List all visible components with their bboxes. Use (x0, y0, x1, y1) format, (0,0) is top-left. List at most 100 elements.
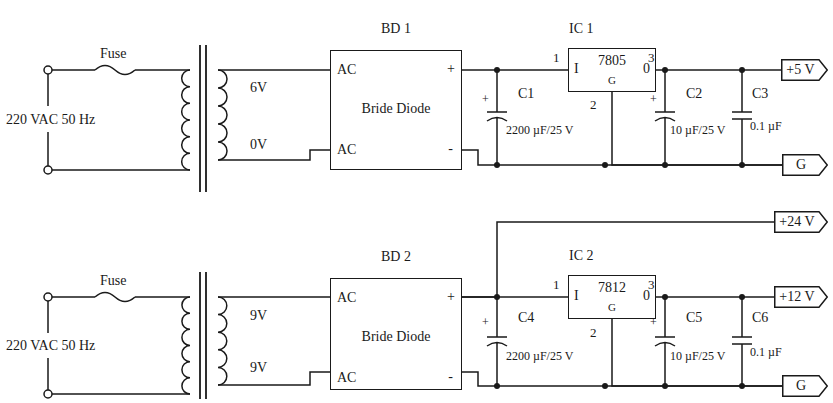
pin-number: 1 (553, 278, 560, 293)
wire (462, 372, 782, 386)
capacitor-label: C3 (752, 86, 768, 102)
pin-number: 2 (590, 98, 597, 113)
regulator-ic: IC 2I78120G (568, 275, 656, 319)
polarity-mark: + (650, 93, 657, 107)
capacitor-value: 0.1 µF (750, 120, 782, 134)
wire (612, 319, 782, 386)
terminal-flag (783, 155, 828, 176)
part-heading: IC 2 (569, 248, 594, 264)
winding-voltage: 0V (250, 137, 267, 153)
winding-voltage: 9V (250, 360, 267, 376)
wire (462, 150, 782, 165)
pin-name: AC (337, 62, 356, 78)
pin-name: AC (337, 370, 356, 386)
input-terminal (44, 390, 52, 398)
wire (462, 222, 774, 297)
output-terminal: +5 V (781, 59, 828, 81)
wire (656, 69, 781, 71)
polarity-mark: + (482, 316, 489, 330)
terminal-flag (775, 212, 828, 233)
winding-voltage: 9V (250, 308, 267, 324)
pin-polarity: - (448, 141, 453, 157)
capacitor-value: 2200 µF/25 V (506, 350, 573, 364)
part-name: Bride Diode (331, 101, 461, 117)
coil-winding (182, 70, 190, 170)
terminal-label: G (796, 157, 806, 173)
capacitor-symbol (655, 70, 675, 165)
pin-number: 3 (648, 51, 655, 66)
winding-voltage: 6V (250, 80, 267, 96)
terminal-label: +24 V (779, 214, 814, 230)
coil-winding (218, 70, 227, 160)
capacitor-value: 2200 µF/25 V (506, 124, 573, 138)
pin-name: I (574, 61, 579, 77)
input-terminal (44, 293, 52, 301)
fuse-symbol (95, 293, 135, 302)
transformer-core (200, 272, 206, 399)
input-terminal (44, 166, 52, 174)
part-name: Bride Diode (331, 329, 461, 345)
bridge-diode: BD 2AC+Bride DiodeAC- (330, 278, 462, 390)
pin-number: 1 (553, 51, 560, 66)
capacitor-label: C4 (518, 310, 534, 326)
supply-label: 220 VAC 50 Hz (6, 112, 95, 128)
ground-terminal: G (782, 375, 828, 397)
capacitor-value: 10 µF/25 V (670, 124, 725, 138)
output-terminal: +12 V (774, 286, 828, 308)
terminal-label: +12 V (779, 289, 814, 305)
regulator-ic: IC 1I78050G (568, 48, 656, 92)
pin-polarity: + (447, 61, 455, 77)
capacitor-label: C1 (518, 86, 534, 102)
secondary-wire (218, 297, 330, 385)
polarity-mark: + (482, 93, 489, 107)
wire (462, 69, 568, 71)
capacitor-label: C2 (686, 86, 702, 102)
secondary-wire (218, 70, 330, 160)
capacitor-value: 10 µF/25 V (670, 350, 725, 364)
fuse-label: Fuse (100, 273, 126, 289)
pin-name: AC (337, 290, 356, 306)
part-number: 7812 (569, 280, 655, 296)
part-heading: BD 1 (331, 21, 461, 37)
pin-name: AC (337, 142, 356, 158)
terminal-flag (775, 287, 828, 308)
terminal-label: G (796, 378, 806, 394)
capacitor-label: C5 (686, 310, 702, 326)
capacitor-symbol (655, 297, 675, 386)
fuse-symbol (95, 66, 135, 75)
capacitor-symbol (487, 70, 507, 165)
capacitor-symbol (732, 297, 752, 386)
transformer-core (200, 45, 206, 192)
ground-terminal: G (782, 154, 828, 176)
terminal-flag (783, 376, 828, 397)
fuse-label: Fuse (100, 46, 126, 62)
supply-label: 220 VAC 50 Hz (6, 338, 95, 354)
pin-name: G (569, 74, 655, 87)
coil-winding (218, 297, 227, 385)
junction-dots (494, 67, 745, 389)
capacitor-symbol (732, 70, 752, 165)
pin-name: I (574, 288, 579, 304)
pin-name: G (569, 301, 655, 314)
output-terminal: +24 V (774, 211, 828, 233)
capacitor-label: C6 (752, 310, 768, 326)
capacitor-symbol (487, 297, 507, 386)
terminal-flag (782, 60, 828, 81)
coil-winding (182, 297, 190, 394)
part-number: 7805 (569, 53, 655, 69)
bridge-diode: BD 1AC+Bride DiodeAC- (330, 50, 462, 170)
polarity-mark: + (650, 316, 657, 330)
part-heading: IC 1 (569, 21, 594, 37)
pin-polarity: + (447, 289, 455, 305)
input-terminal (44, 66, 52, 74)
part-heading: BD 2 (331, 249, 461, 265)
pin-number: 3 (648, 278, 655, 293)
wire (612, 92, 782, 165)
pin-number: 2 (590, 326, 597, 341)
terminal-label: +5 V (786, 62, 814, 78)
capacitor-value: 0.1 µF (750, 346, 782, 360)
pin-polarity: - (448, 369, 453, 385)
wire (656, 296, 774, 298)
transformer-coils (182, 70, 227, 394)
